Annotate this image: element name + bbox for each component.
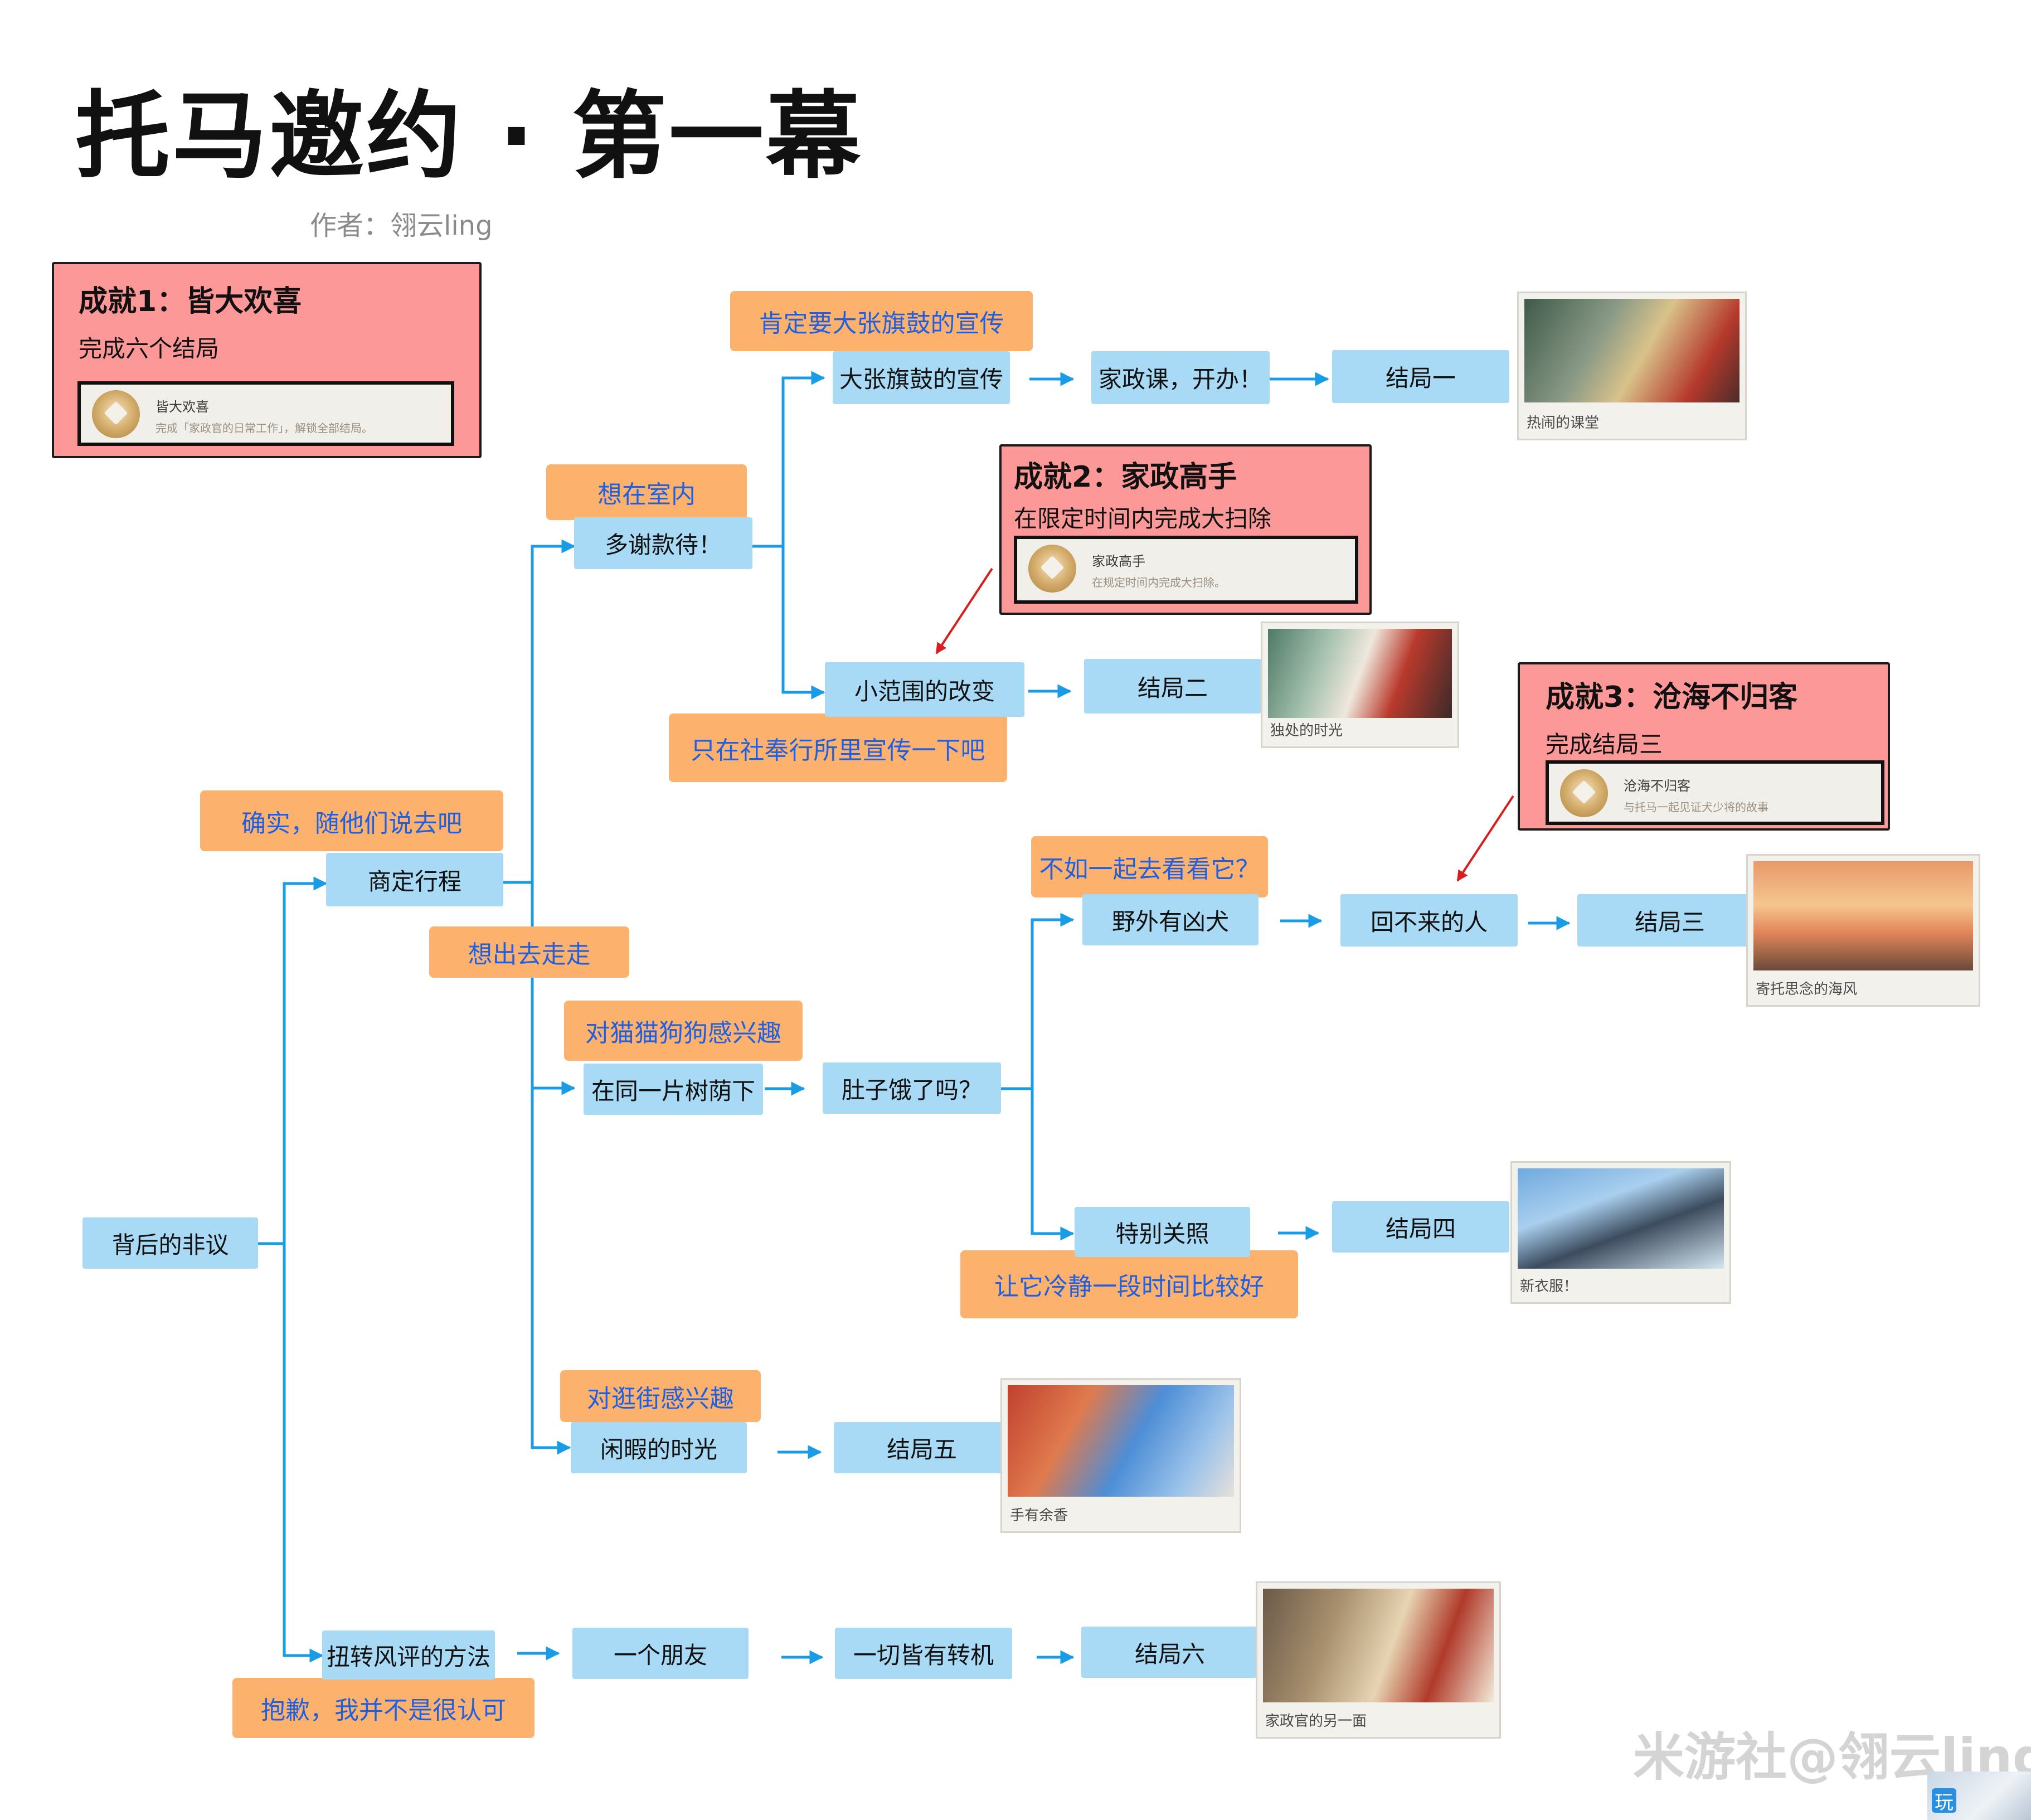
ending-card-4: 新衣服！ xyxy=(1510,1161,1731,1304)
ending-caption: 手有余香 xyxy=(1010,1507,1068,1524)
ending-image xyxy=(1753,861,1973,970)
choice-zhizai[interactable]: 只在社奉行所里宣传一下吧 xyxy=(669,714,1007,782)
choice-baoqian[interactable]: 抱歉，我并不是很认可 xyxy=(232,1678,535,1738)
badge-name: 皆大欢喜 xyxy=(156,399,209,415)
ending-image xyxy=(1008,1385,1234,1497)
node-tongyipian: 在同一片树荫下 xyxy=(584,1064,763,1115)
node-huibulai: 回不来的人 xyxy=(1340,894,1518,947)
node-duzi: 肚子饿了吗？ xyxy=(823,1062,1001,1114)
node-jieju3: 结局三 xyxy=(1577,894,1762,947)
node-jieju6: 结局六 xyxy=(1081,1627,1259,1678)
ending-image xyxy=(1268,629,1452,718)
achievement-2: 成就2：家政高手 在限定时间内完成大扫除 家政高手 在规定时间内完成大扫除。 xyxy=(999,444,1372,615)
medal-icon xyxy=(1560,769,1608,817)
node-jieju1: 结局一 xyxy=(1332,350,1509,403)
ending-caption: 热闹的课堂 xyxy=(1527,415,1600,431)
achievement-1-badge: 皆大欢喜 完成「家政官的日常工作」，解锁全部结局。 xyxy=(77,381,454,446)
achievement-2-title: 成就2：家政高手 xyxy=(1014,460,1237,494)
ending-card-2: 独处的时光 xyxy=(1261,622,1459,748)
ending-card-3: 寄托思念的海风 xyxy=(1746,854,1980,1007)
choice-guangjie[interactable]: 对逛街感兴趣 xyxy=(560,1370,761,1422)
badge-desc: 在规定时间内完成大扫除。 xyxy=(1092,576,1226,589)
node-shangding: 商定行程 xyxy=(326,853,503,906)
choice-buru[interactable]: 不如一起去看看它？ xyxy=(1031,836,1268,897)
achievement-3-desc: 完成结局三 xyxy=(1546,731,1663,758)
node-yewai: 野外有凶犬 xyxy=(1082,894,1259,945)
achievement-1-desc: 完成六个结局 xyxy=(79,335,220,362)
node-niuzhuan: 扭转风评的方法 xyxy=(322,1630,495,1680)
achievement-1: 成就1：皆大欢喜 完成六个结局 皆大欢喜 完成「家政官的日常工作」，解锁全部结局… xyxy=(52,262,482,458)
ending-image xyxy=(1263,1589,1494,1702)
node-jieju2: 结局二 xyxy=(1084,659,1261,714)
node-beihou: 背后的非议 xyxy=(82,1217,258,1269)
app-badge-icon: 玩 xyxy=(1932,1788,1956,1814)
badge-name: 沧海不归客 xyxy=(1624,778,1690,794)
ending-card-1: 热闹的课堂 xyxy=(1517,292,1747,440)
node-jieju5: 结局五 xyxy=(834,1422,1010,1473)
ending-caption: 家政官的另一面 xyxy=(1265,1713,1367,1730)
ending-caption: 寄托思念的海风 xyxy=(1756,981,1858,998)
node-xianxia: 闲暇的时光 xyxy=(571,1422,747,1473)
author-credit: 作者：翎云ling xyxy=(310,210,493,241)
ending-caption: 新衣服！ xyxy=(1520,1278,1578,1295)
ending-card-5: 手有余香 xyxy=(1000,1378,1241,1533)
choice-maomao[interactable]: 对猫猫狗狗感兴趣 xyxy=(564,1001,803,1061)
node-xiaofanwei: 小范围的改变 xyxy=(825,662,1024,717)
corner-thumbnail: 玩 xyxy=(1927,1772,2031,1820)
achievement-2-desc: 在限定时间内完成大扫除 xyxy=(1014,505,1272,532)
badge-desc: 完成「家政官的日常工作」，解锁全部结局。 xyxy=(156,421,373,435)
page-title: 托马邀约 · 第一幕 xyxy=(75,81,863,192)
medal-icon xyxy=(1028,545,1076,593)
choice-kending[interactable]: 肯定要大张旗鼓的宣传 xyxy=(730,291,1033,351)
achievement-2-badge: 家政高手 在规定时间内完成大扫除。 xyxy=(1014,536,1358,604)
node-yigepengyou: 一个朋友 xyxy=(572,1628,749,1679)
achievement-1-title: 成就1：皆大欢喜 xyxy=(79,285,302,318)
ending-card-6: 家政官的另一面 xyxy=(1256,1581,1501,1739)
choice-rangta[interactable]: 让它冷静一段时间比较好 xyxy=(960,1250,1298,1318)
ending-image xyxy=(1518,1168,1724,1269)
choice-xiangzaishinei[interactable]: 想在室内 xyxy=(546,464,747,520)
achievement-3-badge: 沧海不归客 与托马一起见证犬少将的故事 xyxy=(1546,760,1884,825)
badge-desc: 与托马一起见证犬少将的故事 xyxy=(1624,800,1768,814)
node-jiazhengke: 家政课，开办！ xyxy=(1091,351,1270,404)
ending-caption: 独处的时光 xyxy=(1270,722,1343,739)
choice-queshi[interactable]: 确实，随他们说去吧 xyxy=(200,790,503,851)
node-dazhang: 大张旗鼓的宣传 xyxy=(833,351,1010,404)
ending-image xyxy=(1524,299,1740,402)
node-yiqie: 一切皆有转机 xyxy=(835,1628,1012,1679)
node-jieju4: 结局四 xyxy=(1332,1201,1509,1253)
badge-name: 家政高手 xyxy=(1092,554,1145,569)
medal-icon xyxy=(92,390,140,438)
node-duoxie: 多谢款待！ xyxy=(574,517,752,569)
achievement-3-title: 成就3：沧海不归客 xyxy=(1546,681,1798,714)
choice-xiangchuqu[interactable]: 想出去走走 xyxy=(429,926,629,978)
node-tebie: 特别关照 xyxy=(1075,1207,1250,1257)
achievement-3: 成就3：沧海不归客 完成结局三 沧海不归客 与托马一起见证犬少将的故事 xyxy=(1518,662,1890,831)
